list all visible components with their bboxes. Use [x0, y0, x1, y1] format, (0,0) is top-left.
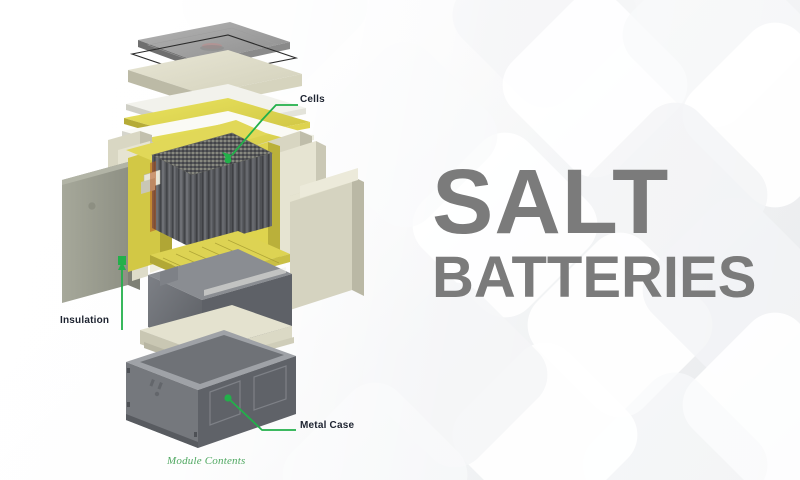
- component-metal-case: [126, 330, 296, 448]
- callout-label-insulation: Insulation: [60, 315, 110, 326]
- headline-block: SALT BATTERIES: [432, 151, 778, 310]
- callout-leader-cells: [222, 104, 298, 164]
- diagram-caption: Module Contents: [167, 455, 246, 467]
- callout-leader-insulation: [118, 256, 126, 330]
- page-subtitle: BATTERIES: [432, 244, 757, 310]
- exploded-battery-diagram: [62, 22, 364, 448]
- page-title: SALT: [432, 151, 670, 253]
- callout-label-cells: Cells: [300, 94, 325, 105]
- callout-label-metal-case: Metal Case: [300, 420, 355, 431]
- callout-leader-metal-case: [224, 394, 296, 431]
